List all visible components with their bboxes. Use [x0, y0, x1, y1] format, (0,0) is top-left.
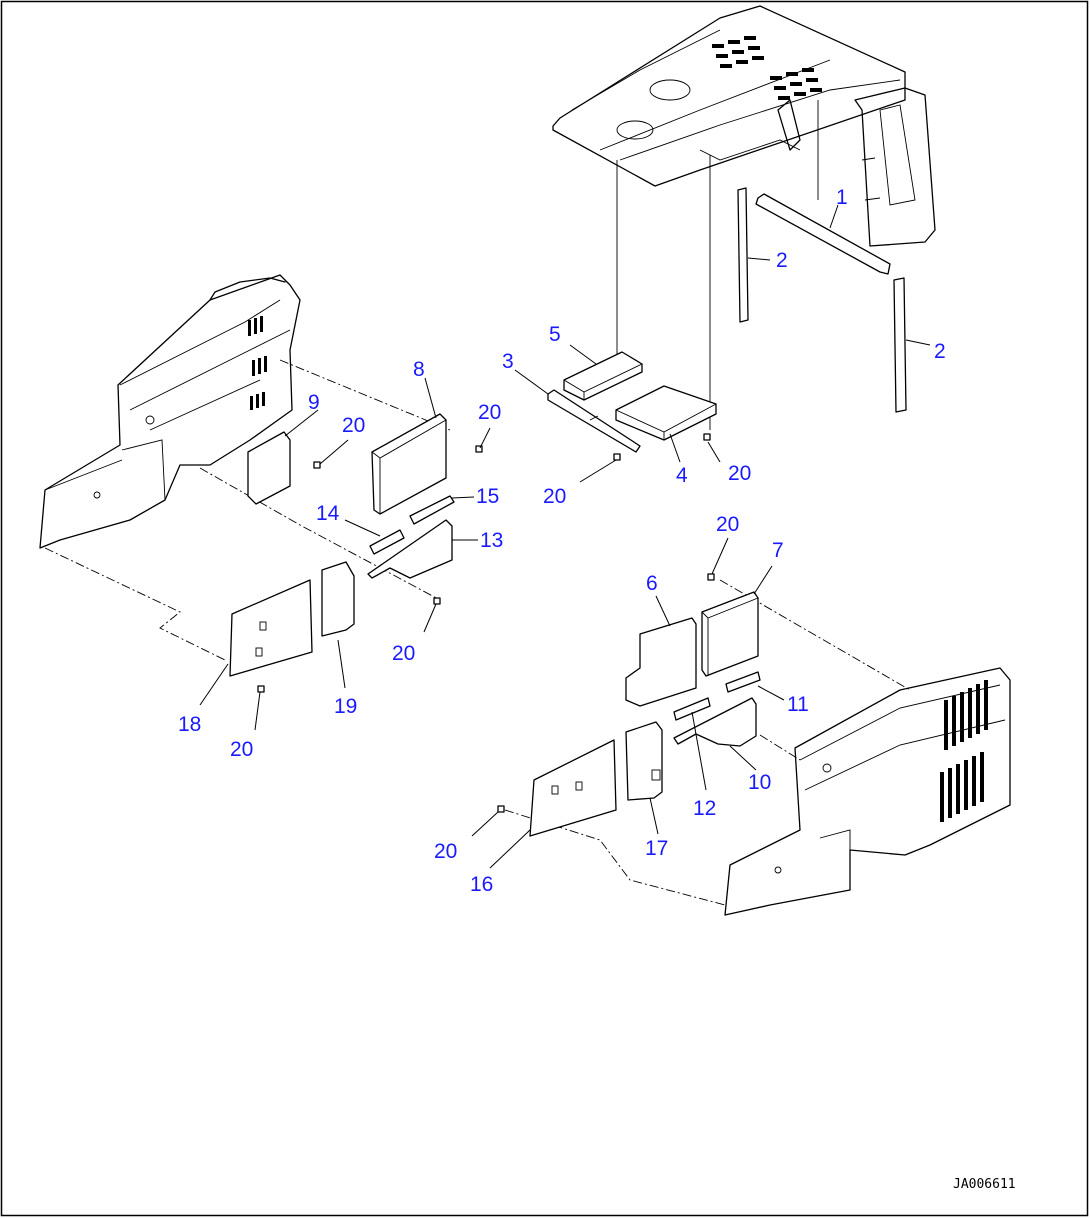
right-frame-assembly — [724, 667, 1011, 916]
part-10-plate — [673, 697, 757, 747]
left-frame-assembly — [39, 274, 301, 549]
callout-16: 16 — [470, 873, 493, 896]
callout-14: 14 — [316, 502, 340, 525]
assembly-guide-line — [44, 547, 226, 661]
part-13-plate — [367, 519, 453, 579]
part-9-panel — [247, 431, 291, 505]
callout-20: 20 — [716, 513, 739, 536]
callout-labels: 1 2 2 3 4 5 6 7 8 9 10 11 12 13 14 15 16… — [178, 186, 946, 896]
part-12-strip — [673, 697, 711, 721]
assembly-guide-line — [504, 809, 726, 906]
part-19-panel — [321, 561, 355, 637]
drawing-code: JA006611 — [953, 1177, 1016, 1192]
fastener-20 — [257, 685, 265, 693]
callout-20: 20 — [392, 642, 415, 665]
callout-20: 20 — [728, 462, 751, 485]
callout-20: 20 — [434, 840, 457, 863]
callout-18: 18 — [178, 713, 201, 736]
callout-9: 9 — [308, 391, 320, 414]
part-18-plate — [229, 579, 313, 677]
callout-8: 8 — [413, 358, 425, 381]
assembly-guide-line — [759, 734, 801, 761]
callout-5: 5 — [549, 323, 561, 346]
fastener-20 — [497, 805, 505, 813]
callout-20: 20 — [478, 401, 501, 424]
callout-17: 17 — [645, 837, 668, 860]
part-11-strip — [725, 671, 761, 693]
callout-7: 7 — [772, 539, 784, 562]
assembly-guide-line — [199, 467, 441, 601]
part-4-pad — [615, 385, 717, 441]
cab-floor-assembly — [552, 5, 936, 247]
part-7-pad — [701, 591, 759, 677]
part-2-strip-right — [893, 277, 907, 413]
fastener-20-top — [313, 433, 711, 469]
part-17-panel — [625, 721, 663, 801]
fastener-20 — [433, 597, 441, 605]
callout-4: 4 — [676, 464, 688, 487]
callout-11: 11 — [787, 693, 809, 716]
part-16-plate — [529, 739, 617, 837]
leader-lines — [199, 204, 931, 869]
callout-6: 6 — [646, 572, 658, 595]
callout-10: 10 — [748, 771, 771, 794]
part-8-pad — [371, 413, 447, 515]
callout-2: 2 — [776, 249, 788, 272]
callout-1: 1 — [836, 186, 848, 209]
callout-19: 19 — [334, 695, 357, 718]
callout-13: 13 — [480, 529, 503, 552]
part-5-pad — [563, 351, 643, 401]
fastener-20 — [707, 573, 715, 581]
part-2-strip-left — [737, 187, 749, 323]
callout-3: 3 — [502, 350, 514, 373]
part-3-strip — [547, 389, 641, 453]
assembly-guide-line — [279, 359, 451, 431]
part-14-strip — [369, 529, 405, 555]
callout-15: 15 — [476, 485, 499, 508]
callout-20: 20 — [543, 485, 566, 508]
part-1-bar — [755, 193, 891, 275]
callout-2: 2 — [934, 340, 946, 363]
callout-12: 12 — [693, 797, 716, 820]
part-6-pad — [625, 617, 697, 707]
callout-20: 20 — [230, 738, 253, 761]
part-15-strip — [409, 495, 455, 525]
callout-20: 20 — [342, 414, 365, 437]
